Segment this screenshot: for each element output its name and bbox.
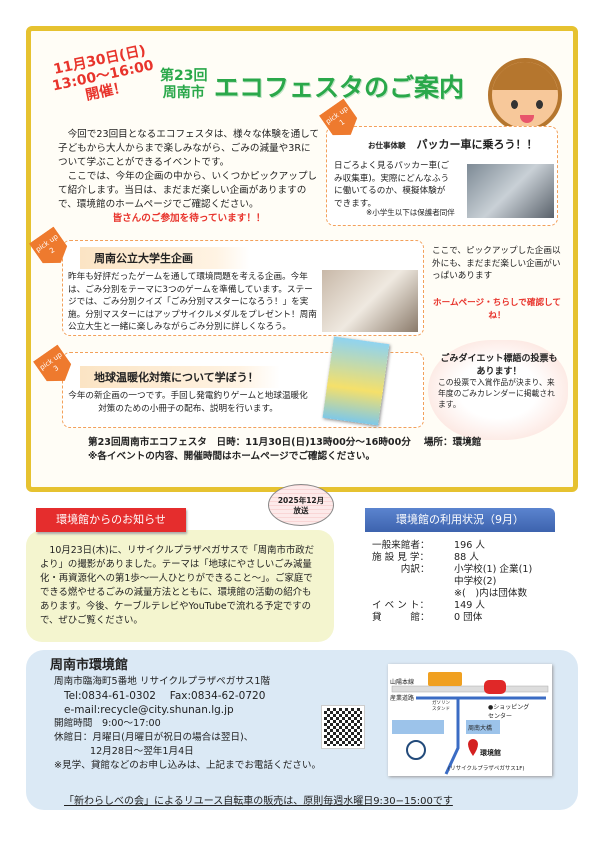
usage-value: 中学校(2) [454,576,497,587]
map-bridge [466,720,500,734]
pickup-2-body: 昨年も好評だったゲームを通して環境問題を考える企画。今年は、ごみ分別をテーマに3… [68,272,317,332]
tag-num: 3 [52,364,61,374]
pickup-1-body: 日ごろよく見るパッカー車(ごみ収集車)。実際にどんなふうに働いてるのか、模擬体験… [334,161,450,209]
usage-row: イ ベ ン ト： 149 人 [372,600,582,612]
vote-body: この投票で入賞作品が決まり、来年度のごみカレンダーに掲載されます。 [438,378,555,409]
closed-holidays: 12月28日〜翌年1月4日 [90,746,194,757]
pickup-1-kicker: お仕事体験 [368,141,406,150]
railway-line [391,685,549,693]
usage-value: 149 人 [454,600,485,611]
broadcast-bubble: 2025年12月 放送 [268,484,334,526]
map-label-bridge: 周南大橋 [468,725,493,732]
usage-key: イ ベ ン ト： [372,600,430,611]
pickup-3-body: 今年の新企画の一つです。手回し発電釣りゲームと地球温暖化対策のための小冊子の配布… [68,391,308,414]
closed-days: 休館日：月曜日(月曜日が祝日の場合は翌日)、 [54,732,254,743]
usage-heading: 環境館の利用状況（9月） [365,508,555,532]
intro-cta: 皆さんのご参加を待っています！！ [112,213,266,224]
usage-value: 小学校(1) 企業(1) [454,564,533,575]
qr-code[interactable] [321,705,365,749]
map-road-branch [444,698,460,775]
edition-text: 第23回 [160,68,208,84]
pickup-3-title: 地球温暖化対策について学ぼう！ [80,366,280,388]
usage-value: 196 人 [454,540,485,551]
map-label-rail: 山陽本線 [390,679,415,686]
edition: 第23回周南市 [160,68,207,102]
usage-value: 88 人 [454,552,479,563]
phone-fax[interactable]: Tel:0834-61-0302 Fax:0834-62-0720 [64,690,266,702]
contact-info: 周南市環境館 周南市臨海町5番地 リサイクルプラザペガサス1階 Tel:0834… [50,657,321,773]
pickup-2-title: 周南公立大学生企画 [80,247,250,269]
facility-name: 周南市環境館 [50,658,129,673]
usage-row: 一般来館者： 196 人 [372,540,582,552]
compass-icon [406,740,426,760]
map-label-gas-station: ガソリン スタンド [432,701,450,712]
intro-p2: ここでは、今年の企画の中から、いくつかピックアップして紹介します。当日は、まだま… [58,171,318,210]
bicycle-sale-notice: 「新わらしべの会」によるリユース自転車の販売は、原則毎週水曜日9:30−15:0… [64,796,453,807]
location-pin-icon [468,739,478,756]
car-icon [484,680,506,694]
tag-num: 2 [48,246,57,256]
mascot-girl-illustration [488,58,562,132]
contact-note: ※見学、貸館などのお申し込みは、上記までお電話ください。 [54,760,322,771]
map-label-facility: 環境館 [480,749,501,757]
side-more-text: ここで、ピックアップした企画以外にも、まだまだ楽しい企画がいっぱいあります [432,246,561,281]
usage-value: ※( )内は団体数 [454,588,528,599]
usage-row: 貸 館： 0 団体 [372,612,582,624]
map-label-road: 産業道路 [390,695,415,702]
event-summary: 第23回周南市エコフェスタ 日時：11月30日(日)13時00分〜16時00分 … [88,436,481,464]
usage-row: 施 設 見 学： 88 人 [372,552,582,564]
map-label-shopping: ●ショッピング センター [488,704,530,720]
vote-cloud [428,340,568,440]
address: 周南市臨海町5番地 リサイクルプラザペガサス1階 [54,676,271,687]
tag-num: 1 [338,118,347,128]
usage-value: 0 団体 [454,612,483,623]
usage-key: 内訳： [372,564,430,575]
access-map: 山陽本線 産業道路 ガソリン スタンド ●ショッピング センター 周南大橋 環境… [388,664,552,776]
usage-row: ※( )内は団体数 [372,588,582,600]
usage-key [372,576,454,588]
booklet-cover-image [322,336,390,426]
usage-key: 貸 館： [372,612,430,623]
notice-body: 10月23日(木)に、リサイクルプラザペガサスで「周南市市政だより」の撮影があり… [40,545,315,626]
train-icon [428,672,462,686]
opening-hours: 開館時間 9:00〜17:00 [54,718,161,729]
pickup-1-note: ※小学生以下は保護者同伴 [366,208,455,217]
email-link[interactable]: e-mail:recycle@city.shunan.lg.jp [64,704,234,716]
pickup-1-title-text: パッカー車に乗ろう！！ [416,138,538,151]
usage-key: 施 設 見 学： [372,552,430,563]
notice-box: 10月23日(木)に、リサイクルプラザペガサスで「周南市市政だより」の撮影があり… [26,530,334,642]
event-summary-main: 第23回周南市エコフェスタ 日時：11月30日(日)13時00分〜16時00分 … [88,437,482,448]
pickup-1-title: お仕事体験 パッカー車に乗ろう！！ [368,136,538,152]
vote-title: ごみダイエット標語の投票もあります！ [440,354,558,377]
page-title: エコフェスタのご案内 [214,73,465,102]
notice-heading: 環境館からのお知らせ [36,508,186,532]
usage-key: 一般来館者： [372,540,430,551]
usage-stats: 一般来館者： 196 人施 設 見 学： 88 人 内訳： 小学校(1) 企業(1)中… [372,540,582,624]
map-label-facility-sub: (リサイクルプラザペガサス1F) [448,766,525,772]
event-summary-note: ※各イベントの内容、開催時間はホームページでご確認ください。 [88,451,376,462]
city-text: 周南市 [162,85,205,101]
intro-text: 今回で23回目となるエコフェスタは、様々な体験を通して子どもから大人からまで楽し… [58,128,320,226]
usage-key [372,588,454,600]
map-drawing [391,672,549,775]
side-check-text: ホームページ・ちらしで確認してね！ [433,298,561,321]
packer-truck-photo [467,164,554,218]
usage-row: 内訳： 小学校(1) 企業(1) [372,564,582,576]
intro-p1: 今回で23回目となるエコフェスタは、様々な体験を通して子どもから大人からまで楽し… [58,129,320,168]
map-water [392,720,444,734]
students-game-photo [322,270,418,332]
usage-row: 中学校(2) [372,576,582,588]
